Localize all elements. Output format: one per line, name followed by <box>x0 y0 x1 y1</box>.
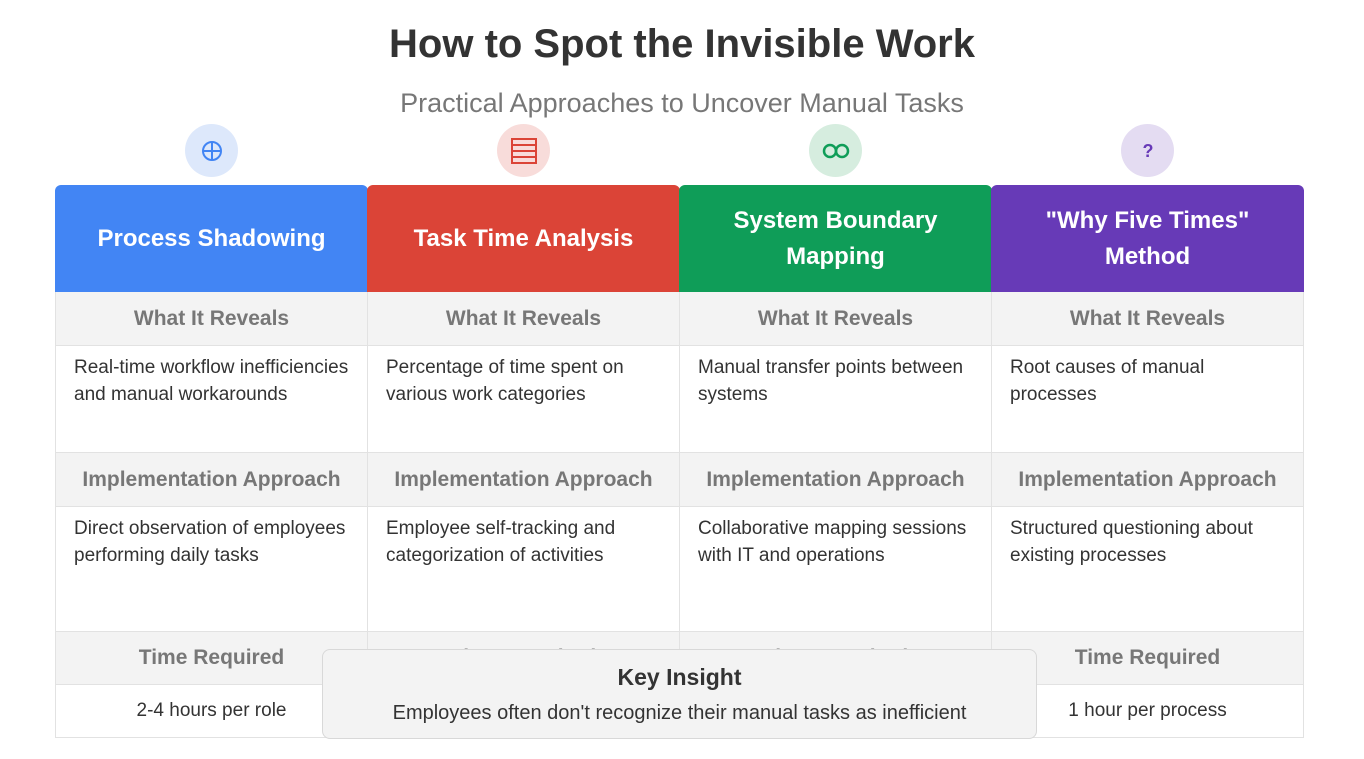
column-header: "Why Five Times" Method <box>991 185 1304 292</box>
page-title: How to Spot the Invisible Work <box>389 22 975 66</box>
time-required-text: 1 hour per process <box>991 685 1304 738</box>
reveals-text: Manual transfer points between systems <box>679 346 992 453</box>
key-insight-box: Key Insight Employees often don't recogn… <box>322 649 1037 739</box>
implementation-label: Implementation Approach <box>991 453 1304 507</box>
column-header: Process Shadowing <box>55 185 368 292</box>
implementation-label: Implementation Approach <box>679 453 992 507</box>
reveals-label: What It Reveals <box>367 292 680 346</box>
key-insight-text: Employees often don't recognize their ma… <box>392 702 967 724</box>
method-column-process-shadowing: Process Shadowing What It Reveals Real-t… <box>55 185 368 738</box>
page-subtitle: Practical Approaches to Uncover Manual T… <box>400 88 964 118</box>
reveals-label: What It Reveals <box>679 292 992 346</box>
key-insight-title: Key Insight <box>617 664 742 690</box>
column-header: Task Time Analysis <box>367 185 680 292</box>
implementation-text: Structured questioning about existing pr… <box>991 507 1304 632</box>
svg-text:?: ? <box>1142 141 1153 161</box>
implementation-label: Implementation Approach <box>55 453 368 507</box>
implementation-text: Direct observation of employees performi… <box>55 507 368 632</box>
time-required-label: Time Required <box>55 632 368 685</box>
reveals-label: What It Reveals <box>55 292 368 346</box>
infinity-icon <box>809 124 862 177</box>
question-icon: ? <box>1121 124 1174 177</box>
implementation-label: Implementation Approach <box>367 453 680 507</box>
column-header: System Boundary Mapping <box>679 185 992 292</box>
reveals-label: What It Reveals <box>991 292 1304 346</box>
method-column-task-time-analysis: Task Time Analysis What It Reveals Perce… <box>367 185 680 738</box>
crosshair-plus-icon <box>185 124 238 177</box>
reveals-text: Real-time workflow inefficiencies and ma… <box>55 346 368 453</box>
time-required-text: 2-4 hours per role <box>55 685 368 738</box>
method-column-why-five-times: "Why Five Times" Method What It Reveals … <box>991 185 1304 738</box>
reveals-text: Root causes of manual processes <box>991 346 1304 453</box>
reveals-text: Percentage of time spent on various work… <box>367 346 680 453</box>
time-required-label: Time Required <box>991 632 1304 685</box>
table-icon <box>497 124 550 177</box>
implementation-text: Employee self-tracking and categorizatio… <box>367 507 680 632</box>
implementation-text: Collaborative mapping sessions with IT a… <box>679 507 992 632</box>
